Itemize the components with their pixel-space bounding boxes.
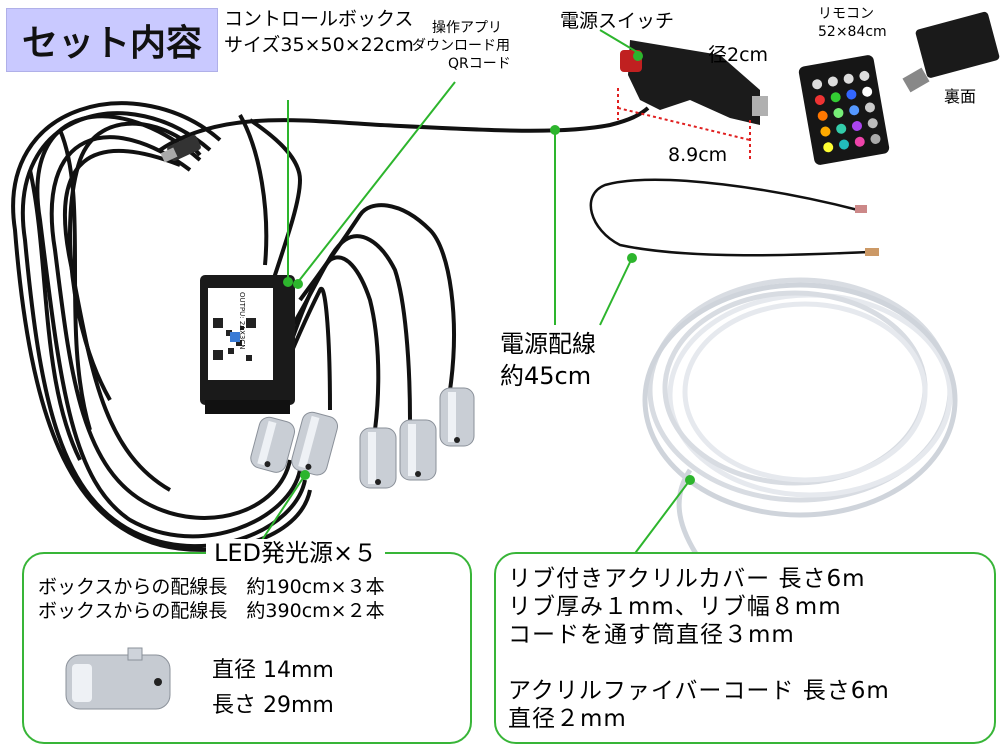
led-length: 長さ 29mm: [212, 693, 334, 718]
power-switch-name: 電源スイッチ: [560, 10, 675, 32]
power-cable-image: [589, 178, 869, 257]
led-wire-length-1: ボックスからの配線長 約190cm×３本: [38, 576, 385, 598]
remote-back-label: 裏面: [944, 87, 977, 106]
remote-name: リモコン: [818, 6, 874, 22]
remote-image: [798, 55, 890, 165]
pointer-dots: [283, 51, 695, 485]
app-label-2: ダウンロード用: [412, 38, 510, 54]
pointer-lines: [261, 29, 691, 561]
remote-back-image: [902, 11, 1000, 93]
cover-line-1: リブ付きアクリルカバー 長さ6m: [508, 566, 866, 592]
led-heads: [250, 387, 475, 489]
led-panel-title: LED発光源×５: [206, 539, 386, 567]
dimension-lines: [617, 88, 751, 162]
power-switch-length: 8.9cm: [668, 144, 728, 166]
cable-coil: [11, 101, 312, 552]
wire-tip: [855, 205, 867, 213]
power-switch-diameter: 径2cm: [708, 44, 769, 66]
led-diameter: 直径 14mm: [212, 658, 334, 683]
cover-line-5: 直径２mm: [508, 706, 627, 732]
power-wire: [158, 106, 650, 266]
led-spec-panel: [22, 552, 472, 744]
control-box-size: サイズ35×50×22cm: [224, 34, 414, 56]
app-label-1: 操作アプリ: [432, 20, 502, 36]
cover-spec-panel: [494, 552, 996, 744]
led-wire-length-2: ボックスからの配線長 約390cm×２本: [38, 600, 385, 622]
power-cable-name: 電源配線: [500, 330, 596, 358]
page-title: セット内容: [6, 8, 218, 72]
cover-line-2: リブ厚み１mm、リブ幅８mm: [508, 594, 842, 620]
remote-size: 52×84cm: [818, 24, 887, 40]
dc-plug: [160, 134, 201, 163]
control-box-name: コントロールボックス: [224, 8, 414, 30]
cover-line-4: アクリルファイバーコード 長さ6m: [508, 678, 890, 704]
control-box-image: [200, 275, 295, 414]
power-cable-length: 約45cm: [500, 362, 592, 390]
cover-line-3: コードを通す筒直径３mm: [508, 622, 795, 648]
app-label-3: QRコード: [448, 56, 511, 72]
box-printed-model: OUTPU: 2AX3CN: [238, 292, 246, 350]
wire-tip: [865, 248, 879, 256]
fiber-coil: [642, 277, 958, 562]
